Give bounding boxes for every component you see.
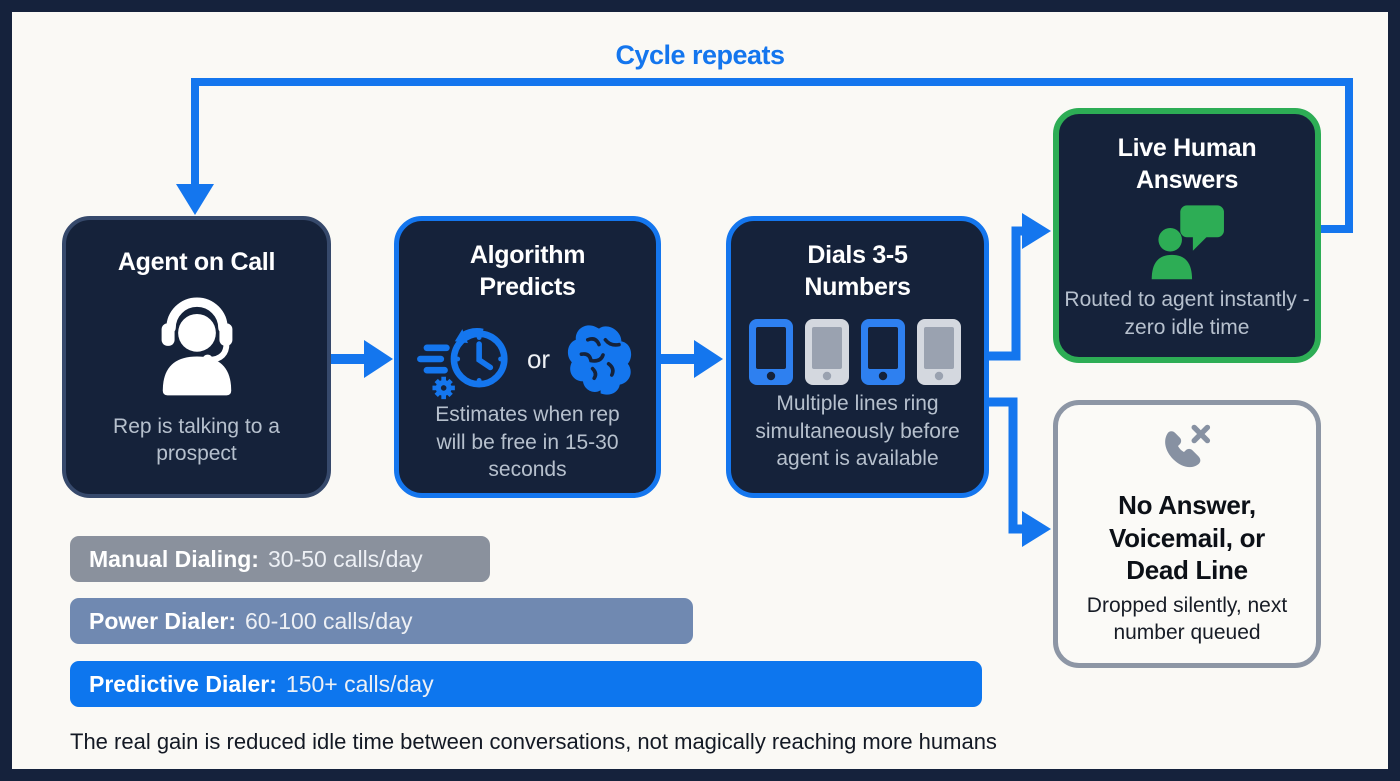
or-label: or <box>526 343 551 374</box>
live-human-answers-box: Live Human Answers Routed to agent insta… <box>1053 108 1321 363</box>
arrow-algorithm-to-dials <box>661 340 723 378</box>
predictive-dialer-value: 150+ calls/day <box>285 670 434 697</box>
manual-dialing-label: Manual Dialing: <box>89 545 259 572</box>
power-dialer-value: 60-100 calls/day <box>245 607 413 634</box>
cycle-repeats-title: Cycle repeats <box>615 40 785 70</box>
agent-on-call-desc: Rep is talking to a prospect <box>113 414 280 466</box>
manual-dialing-bar: Manual Dialing: 30-50 calls/day <box>70 536 490 582</box>
brain-icon <box>558 319 640 399</box>
manual-dialing-value: 30-50 calls/day <box>267 545 423 572</box>
predictive-dialer-bar: Predictive Dialer: 150+ calls/day <box>70 661 982 707</box>
agent-on-call-title: Agent on Call <box>117 248 276 276</box>
arrow-dials-to-no-answer <box>989 397 1051 547</box>
no-answer-title: No Answer, Voicemail, or Dead Line <box>1108 490 1265 585</box>
power-dialer-label: Power Dialer: <box>89 607 236 634</box>
arrow-dials-to-live-human <box>989 213 1051 361</box>
no-answer-desc: Dropped silently, next number queued <box>1086 593 1288 645</box>
live-human-answers-title: Live Human Answers <box>1117 134 1257 194</box>
agent-on-call-box: Agent on Call Rep is talking to a prospe… <box>62 216 331 498</box>
predictive-dialer-label: Predictive Dialer: <box>89 670 277 697</box>
dials-numbers-title: Dials 3-5 Numbers <box>804 241 911 301</box>
agent-headset-icon <box>138 288 256 406</box>
arrow-agent-to-algorithm <box>331 340 393 378</box>
dials-numbers-box: Dials 3-5 Numbers <box>726 216 989 498</box>
algorithm-predicts-desc: Estimates when rep will be free in 15-30… <box>435 403 620 482</box>
speed-clock-icon <box>415 317 519 401</box>
footnote-text: The real gain is reduced idle time betwe… <box>70 729 997 754</box>
cycle-repeat-arrow <box>176 78 1353 233</box>
no-answer-box: No Answer, Voicemail, or Dead Line Dropp… <box>1053 400 1321 668</box>
power-dialer-bar: Power Dialer: 60-100 calls/day <box>70 598 693 644</box>
algorithm-predicts-title: Algorithm Predicts <box>469 241 586 301</box>
person-chat-icon <box>1143 202 1231 286</box>
algorithm-predicts-box: Algorithm Predicts or <box>394 216 661 498</box>
phones-row-icon <box>748 319 967 387</box>
dials-numbers-desc: Multiple lines ring simultaneously befor… <box>755 391 960 471</box>
phone-missed-icon <box>1155 419 1219 479</box>
live-human-answers-desc: Routed to agent instantly - zero idle ti… <box>1064 288 1310 339</box>
